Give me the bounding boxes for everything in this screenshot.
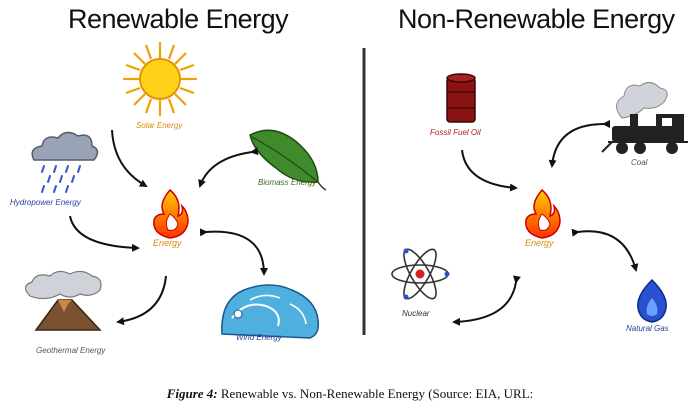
label-energy-nonrenewable: Energy bbox=[525, 238, 554, 248]
oil-barrel-icon bbox=[446, 73, 476, 123]
arrow-energy-wind bbox=[199, 228, 268, 276]
label-hydropower-energy: Hydropower Energy bbox=[10, 198, 81, 207]
figure-caption: Figure 4: Renewable vs. Non-Renewable En… bbox=[0, 386, 700, 402]
fire-icon-renewable bbox=[153, 188, 189, 239]
arrow-nuclear-energy bbox=[452, 275, 521, 326]
fire-icon-nonrenewable bbox=[525, 188, 561, 239]
label-natural-gas: Natural Gas bbox=[626, 324, 669, 333]
arrow-geothermal-energy bbox=[116, 275, 167, 326]
label-nuclear: Nuclear bbox=[402, 309, 430, 318]
volcano-icon bbox=[24, 270, 102, 331]
arrow-energy-gas bbox=[571, 228, 639, 272]
arrow-hydro-to-energy bbox=[69, 215, 140, 252]
renewable-arrows bbox=[69, 129, 268, 326]
label-geothermal-energy: Geothermal Energy bbox=[36, 346, 106, 355]
coal-train-icon bbox=[601, 82, 688, 154]
label-coal: Coal bbox=[631, 158, 648, 167]
label-wind-energy: Wind Energy bbox=[236, 333, 282, 342]
label-energy-renewable: Energy bbox=[153, 238, 182, 248]
label-fossil-fuel-oil: Fossil Fuel Oil bbox=[430, 128, 481, 137]
caption-text: Renewable vs. Non-Renewable Energy (Sour… bbox=[217, 386, 534, 401]
nonrenewable-title: Non-Renewable Energy bbox=[398, 4, 675, 34]
arrow-coal-energy bbox=[548, 119, 611, 168]
arrow-solar-to-energy bbox=[111, 129, 148, 187]
atom-icon bbox=[391, 248, 450, 300]
arrow-biomass-energy bbox=[198, 147, 259, 188]
gas-flame-icon bbox=[637, 278, 667, 323]
renewable-title: Renewable Energy bbox=[68, 4, 289, 34]
nonrenewable-arrows bbox=[452, 119, 639, 326]
rain-cloud-icon bbox=[31, 131, 99, 193]
caption-figure-number: Figure 4: bbox=[166, 386, 218, 401]
arrow-oil-to-energy bbox=[461, 149, 518, 192]
leaf-icon bbox=[249, 129, 327, 191]
wave-icon bbox=[221, 284, 320, 339]
label-solar-energy: Solar Energy bbox=[136, 121, 183, 130]
sun-icon bbox=[123, 42, 197, 116]
label-biomass-energy: Biomass Energy bbox=[258, 178, 317, 187]
